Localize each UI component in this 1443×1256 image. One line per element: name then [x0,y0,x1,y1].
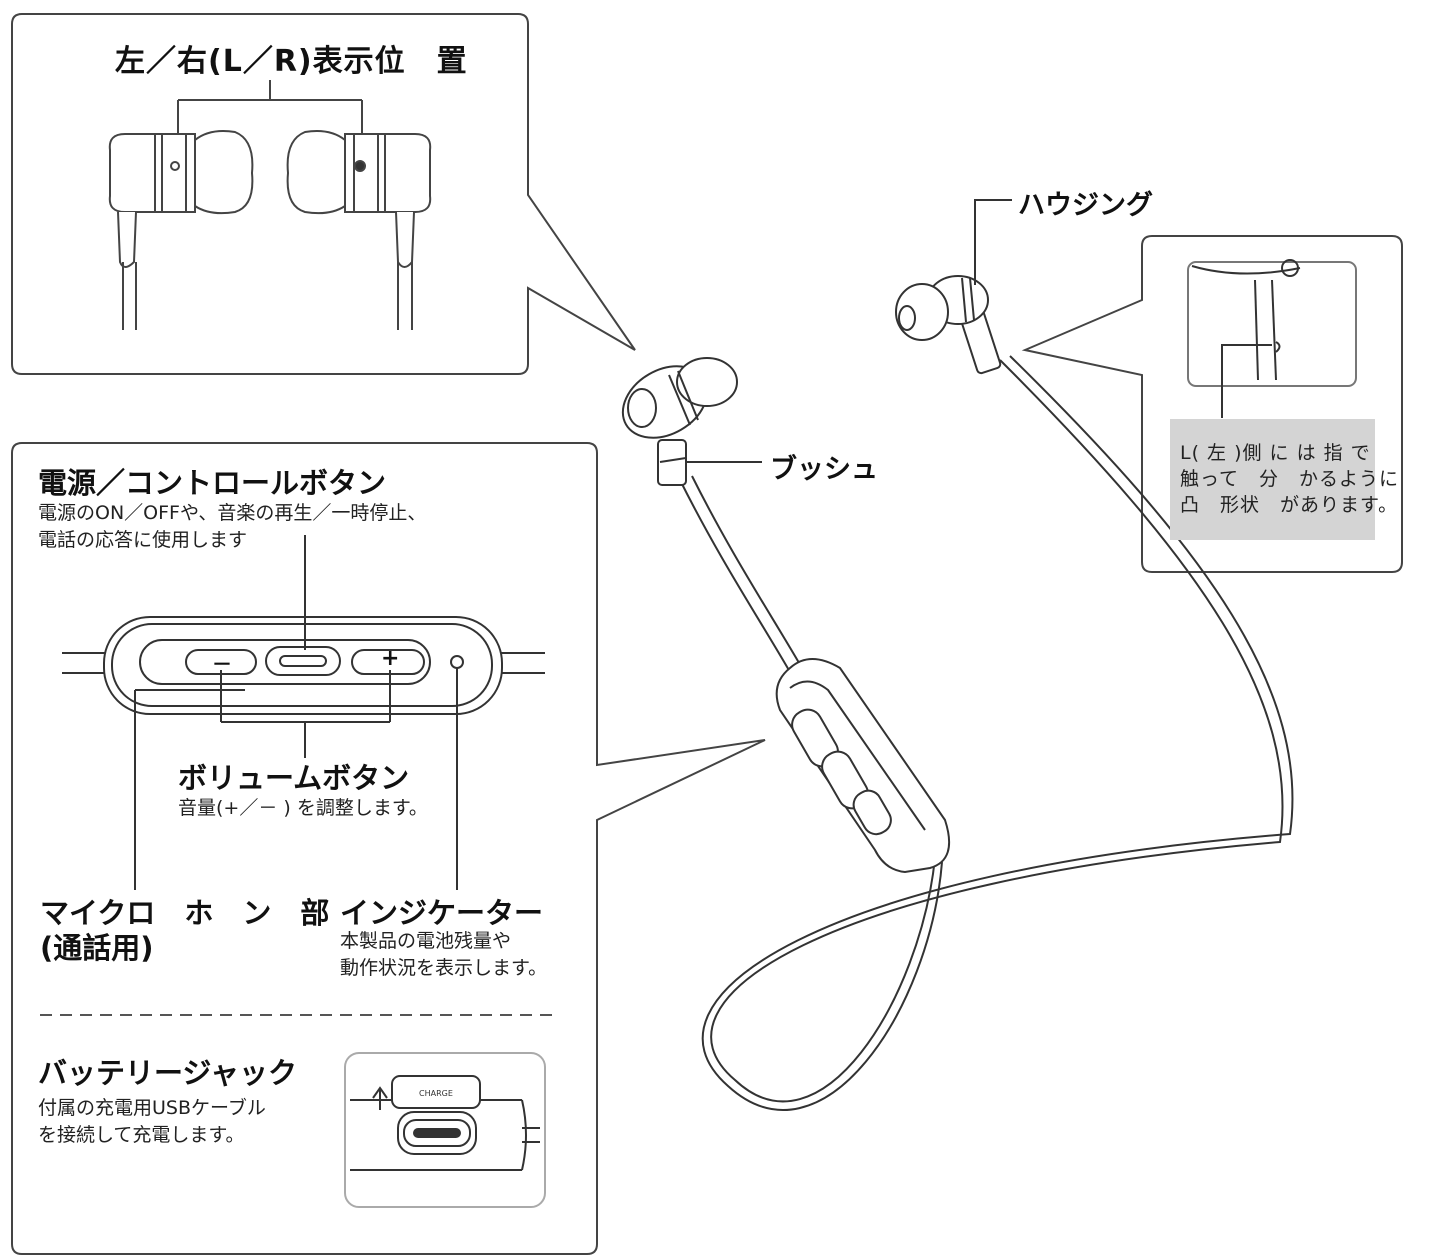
power-control-title: 電源／コントロールボタン [38,460,386,502]
battery-jack-desc: 付属の充電用USBケーブル を接続して充電します。 [38,1095,266,1149]
power-control-desc-line-2: 電話の応答に使用します [38,527,426,554]
volume-button-title: ボリュームボタン [178,755,409,797]
lr-position-title: 左／右(L／R)表示位 置 [115,36,468,80]
power-control-desc-line-1: 電源のON／OFFや、音楽の再生／一時停止、 [38,500,426,527]
battery-jack-title: バッテリージャック [38,1050,297,1092]
indicator-desc-line-2: 動作状況を表示します。 [340,955,547,982]
power-control-desc: 電源のON／OFFや、音楽の再生／一時停止、 電話の応答に使用します [38,500,426,554]
volume-button-desc: 音量(+／－ ) を調整します。 [178,795,428,822]
plus-label: + [381,646,399,671]
bump-note-line-1: L( 左 )側 に は 指 で [1180,440,1399,466]
housing-label: ハウジング [1018,183,1153,222]
bump-note-line-3: 凸 形状 があります。 [1180,492,1399,518]
main-leader-lines [686,200,1012,462]
minus-label: － [212,648,232,677]
charge-cap-label: CHARGE [419,1089,453,1098]
bump-note-text: L( 左 )側 に は 指 で触って 分 かるように凸 形状 があります。 [1180,440,1399,518]
battery-jack-desc-line-2: を接続して充電します。 [38,1122,266,1149]
microphone-sub: (通話用) [40,925,154,967]
bump-note-line-2: 触って 分 かるように [1180,466,1399,492]
battery-jack-closeup: CHARGE [345,1053,545,1207]
battery-jack-desc-line-1: 付属の充電用USBケーブル [38,1095,266,1122]
indicator-desc-line-1: 本製品の電池残量や [340,928,547,955]
bush-label: ブッシュ [770,447,878,486]
indicator-desc: 本製品の電池残量や 動作状況を表示します。 [340,928,547,982]
indicator-title: インジケーター [340,890,543,932]
